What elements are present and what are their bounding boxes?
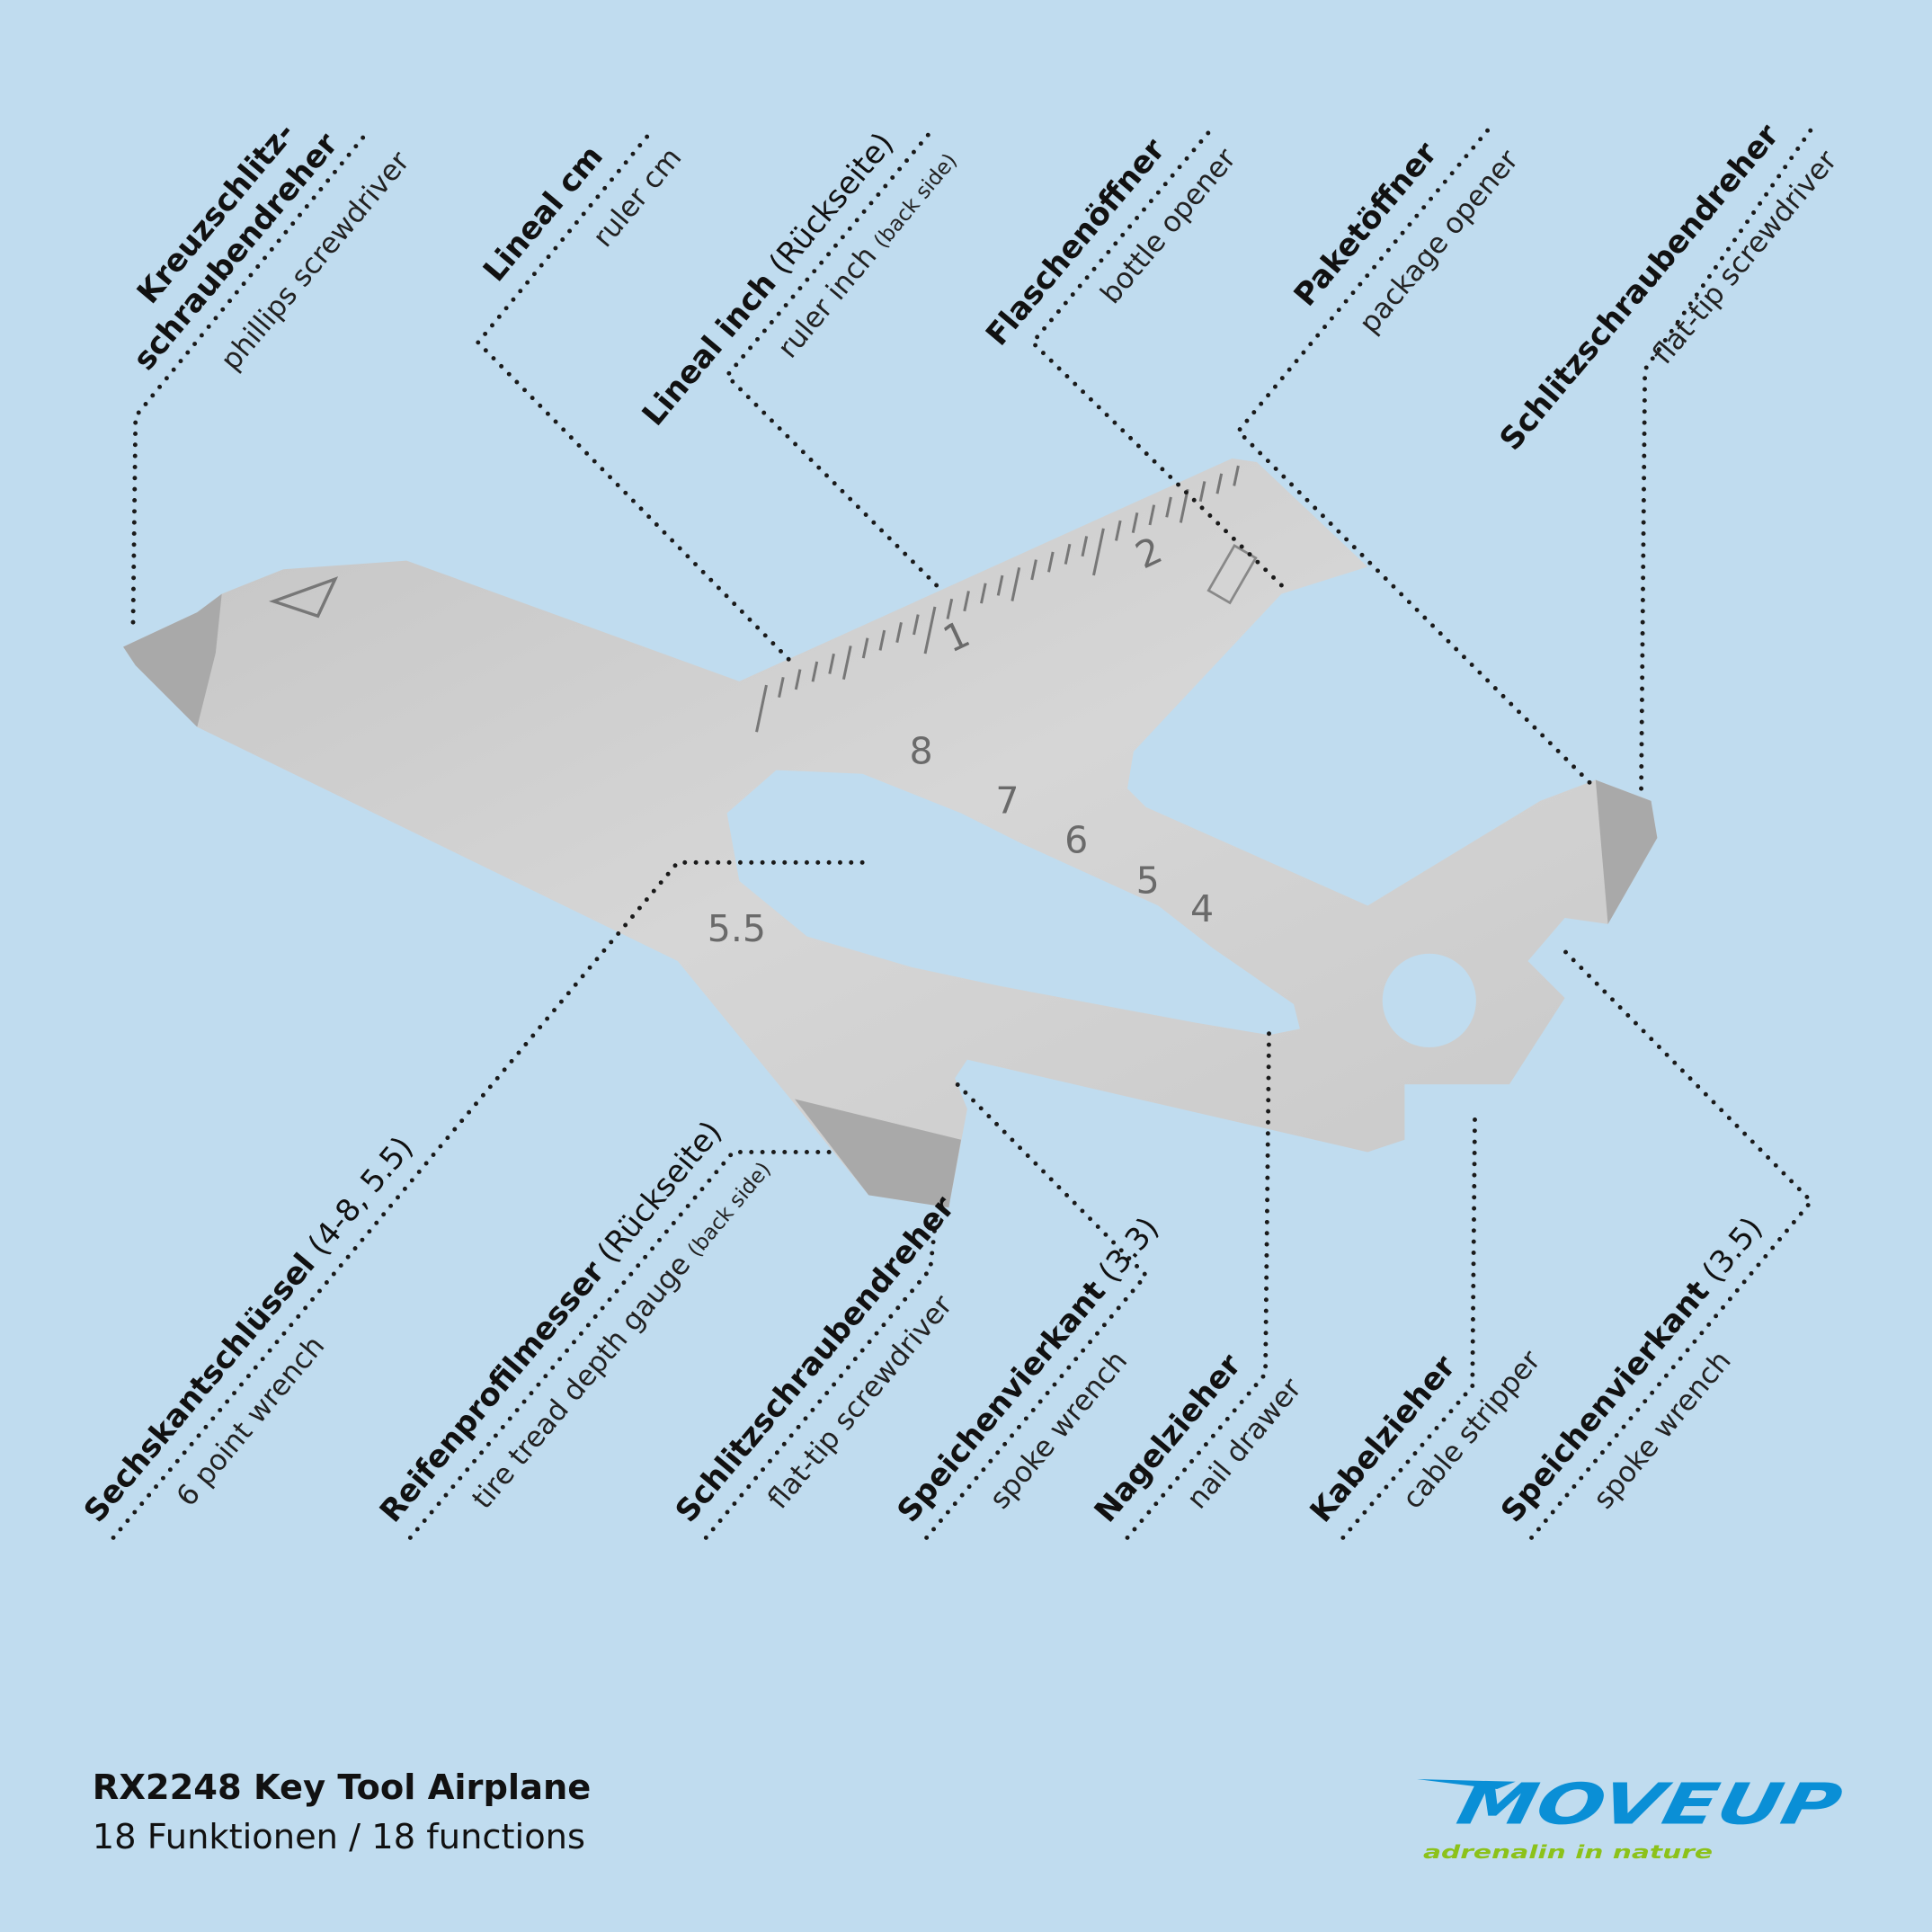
ruler-tick	[923, 606, 937, 654]
ruler-ticks	[755, 465, 1240, 733]
wrench-size-5: 5	[1136, 859, 1160, 903]
ruler-tick	[1165, 496, 1172, 518]
ruler-tick	[913, 614, 920, 636]
airplane-key-tool: 1 2 8 7 6 5 4 5.5	[123, 458, 1658, 1208]
flat-tip-bottom	[794, 1099, 962, 1208]
ruler-tick	[1115, 520, 1122, 541]
phillips-tip	[123, 593, 222, 727]
flat-tip-top	[1595, 779, 1658, 924]
wrench-size-5-5: 5.5	[708, 907, 766, 950]
wrench-size-8: 8	[909, 730, 932, 773]
ruler-tick	[980, 583, 987, 604]
ruler-tick	[1047, 551, 1055, 573]
ruler-tick	[811, 661, 819, 682]
ruler-tick	[1092, 528, 1105, 576]
logo-brand: MOVEUP	[1451, 1772, 1847, 1838]
leader-lines	[111, 127, 1815, 1540]
tool-body	[123, 458, 1658, 1208]
ruler-tick	[1179, 488, 1189, 523]
product-title: RX2248 Key Tool Airplane	[93, 1767, 592, 1808]
ruler-tick	[861, 637, 869, 659]
wrench-size-4: 4	[1190, 887, 1214, 930]
ruler-tick	[841, 645, 852, 681]
ruler-tick	[963, 591, 970, 612]
ruler-tick	[1131, 512, 1139, 534]
ruler-tick	[895, 622, 903, 643]
ruler-tick	[794, 669, 802, 690]
bottle-icon	[1206, 544, 1258, 605]
product-subtitle: 18 Funktionen / 18 functions	[93, 1817, 585, 1857]
ruler-tick	[1030, 559, 1037, 581]
triangle-mark	[269, 576, 339, 619]
ruler-tick	[1064, 543, 1072, 565]
ruler-tick	[755, 684, 768, 733]
ruler-tick	[878, 629, 886, 651]
ruler-tick	[1011, 567, 1021, 601]
ruler-tick	[828, 653, 835, 674]
ruler-tick	[1148, 504, 1156, 526]
ruler-tick	[778, 676, 785, 698]
wrench-size-6: 6	[1064, 818, 1088, 861]
ruler-tick	[1215, 473, 1224, 494]
ruler-tick	[1081, 536, 1089, 557]
moveup-logo: MOVEUP adrenalin in nature	[1417, 1772, 1847, 1863]
ruler-tick	[946, 598, 954, 619]
ruler-tick	[1198, 481, 1206, 503]
logo-tagline: adrenalin in nature	[1423, 1841, 1713, 1863]
ruler-tick	[1233, 465, 1240, 486]
ruler-tick	[996, 574, 1004, 596]
wrench-size-7: 7	[995, 779, 1019, 823]
